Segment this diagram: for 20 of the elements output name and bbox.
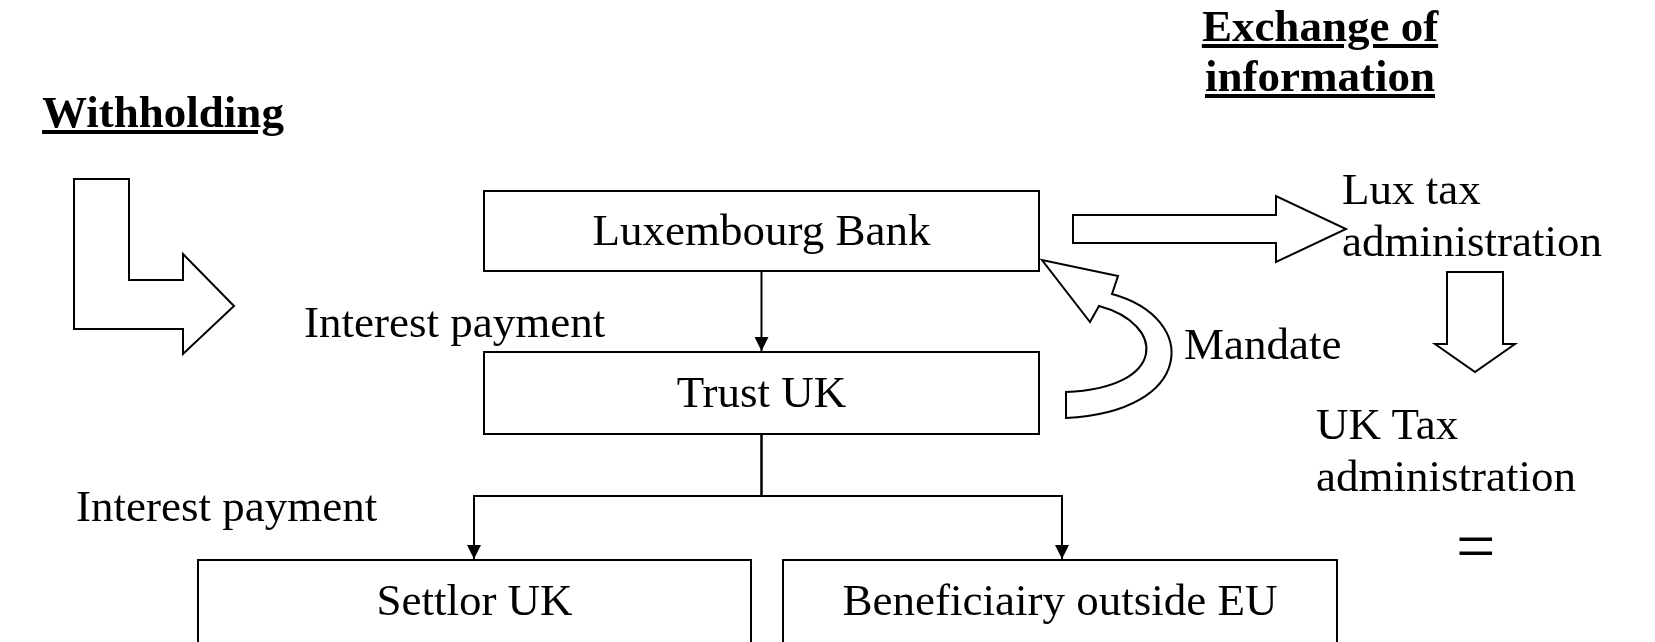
process-box <box>782 559 1338 642</box>
heading: Withholding <box>41 88 285 138</box>
edge-label: Mandate <box>1184 320 1342 370</box>
edge-label: Interest payment <box>304 298 606 348</box>
block-arrow <box>1072 194 1349 264</box>
node-text: Luxembourg Bank <box>592 205 931 257</box>
node-text: Beneficiairy outside EU <box>842 575 1278 627</box>
node-text: Settlor UK <box>376 575 573 627</box>
node-text: Trust UK <box>676 367 847 419</box>
heading: Exchange of information <box>1200 2 1440 101</box>
process-box <box>483 351 1040 435</box>
node-text: UK Tax administration <box>1316 399 1577 503</box>
edge-label: Interest payment <box>76 482 378 532</box>
arrow <box>754 271 769 352</box>
block-arrow <box>1431 271 1519 374</box>
node-text: Lux tax administration <box>1342 164 1603 268</box>
process-box <box>483 190 1040 272</box>
arrow <box>760 434 1069 560</box>
process-box <box>197 559 752 642</box>
equals-sign: = <box>1456 508 1497 585</box>
